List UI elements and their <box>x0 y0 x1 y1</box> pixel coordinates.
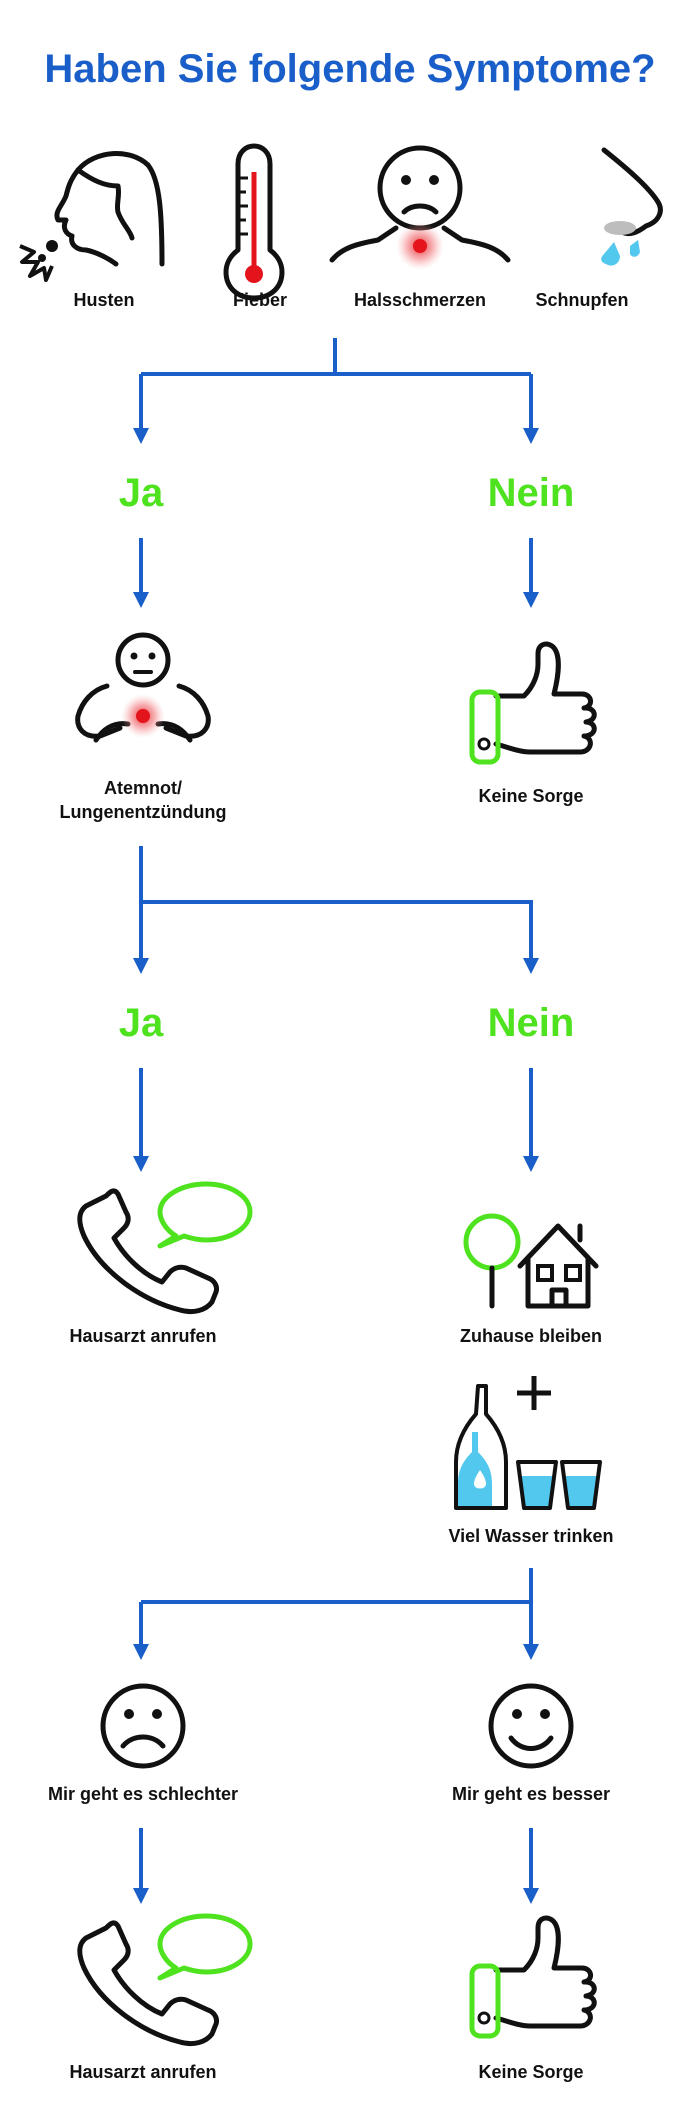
branch-connector-2 <box>133 846 539 974</box>
speech-bubble-icon <box>157 1181 253 1249</box>
speech-bubble-icon <box>157 1913 253 1981</box>
tree-icon <box>463 1213 521 1309</box>
symptom-label-fever: Fieber <box>233 290 287 310</box>
phone-icon <box>77 1188 219 1315</box>
house-icon <box>517 1223 599 1309</box>
result-label-call-doctor: Hausarzt anrufen <box>69 1326 216 1346</box>
branch-connector-3 <box>133 1568 539 1660</box>
thumbs-up-icon <box>469 641 597 765</box>
state-label-worse: Mir geht es schlechter <box>48 1784 238 1804</box>
arrow-down <box>133 1068 539 1172</box>
sad-face-icon <box>100 1683 186 1769</box>
water-bottle-icon <box>454 1384 508 1510</box>
glass-icon <box>516 1460 602 1510</box>
runny-nose-icon <box>601 147 663 266</box>
arrow-down <box>133 538 539 608</box>
answer-no: Nein <box>488 471 575 515</box>
result-label-drink-water: Viel Wasser trinken <box>448 1526 613 1546</box>
result-label-no-worries: Keine Sorge <box>478 786 583 806</box>
result-label-call-doctor: Hausarzt anrufen <box>69 2062 216 2082</box>
result-label-breathing-line2: Lungenentzündung <box>60 802 227 822</box>
result-label-stay-home: Zuhause bleiben <box>460 1326 602 1346</box>
symptom-label-cough: Husten <box>73 290 134 310</box>
page-title: Haben Sie folgende Symptome? <box>44 47 655 91</box>
sore-throat-icon <box>329 145 511 270</box>
answer-yes: Ja <box>119 1001 164 1045</box>
thermometer-icon <box>223 143 285 301</box>
result-label-breathing-line1: Atemnot/ <box>104 778 182 798</box>
happy-face-icon <box>488 1683 574 1769</box>
chest-pain-icon <box>75 632 211 743</box>
symptom-label-runny-nose: Schnupfen <box>536 290 629 310</box>
branch-connector-1 <box>133 338 539 444</box>
cough-icon <box>19 151 165 282</box>
state-label-better: Mir geht es besser <box>452 1784 610 1804</box>
answer-yes: Ja <box>119 471 164 515</box>
thumbs-up-icon <box>469 1915 597 2039</box>
answer-no: Nein <box>488 1001 575 1045</box>
plus-icon <box>517 1376 551 1410</box>
arrow-down <box>133 1828 539 1904</box>
phone-icon <box>77 1920 219 2047</box>
result-label-no-worries: Keine Sorge <box>478 2062 583 2082</box>
symptom-label-sore-throat: Halsschmerzen <box>354 290 486 310</box>
